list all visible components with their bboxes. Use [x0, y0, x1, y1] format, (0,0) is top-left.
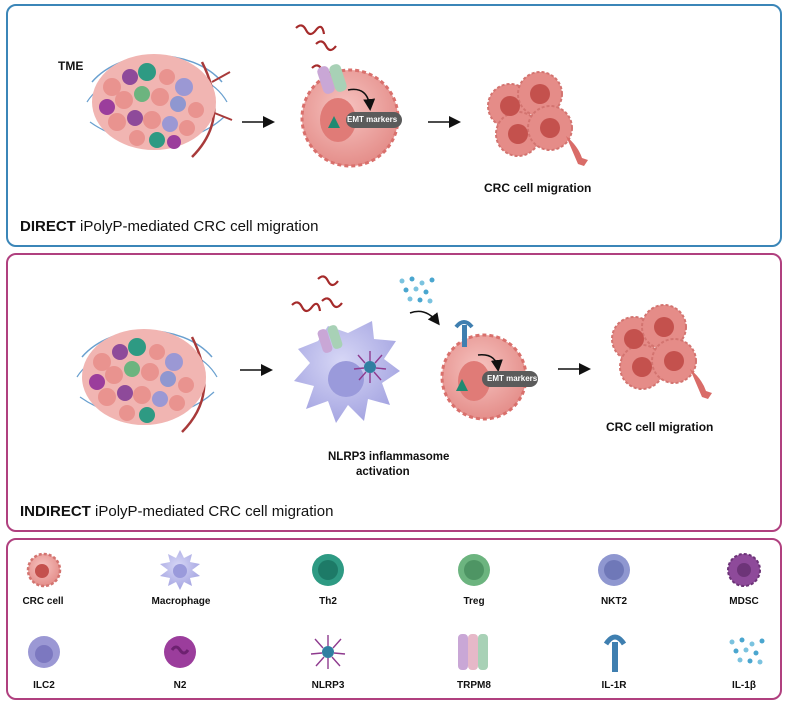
legend-label-trpm8: TRPM8: [457, 680, 491, 691]
macrophage-nlrp3: [291, 275, 400, 423]
legend-label-ilc2: ILC2: [33, 680, 55, 691]
th2-icon: [312, 554, 344, 586]
nlrp3-label-2: activation: [356, 466, 410, 478]
direct-panel-title: DIRECT iPolyP-mediated CRC cell migratio…: [20, 218, 319, 235]
il1r-icon: [603, 634, 627, 672]
direct-migration-label: CRC cell migration: [484, 181, 592, 195]
direct-panel: TME: [6, 4, 782, 247]
trpm8-receptor: [317, 66, 335, 94]
legend-label-macrophage: Macrophage: [151, 596, 211, 607]
legend-label-nkt2: NKT2: [600, 596, 628, 607]
crc-cell-emt-indirect: [440, 320, 538, 421]
indirect-panel-title: INDIRECT iPolyP-mediated CRC cell migrat…: [20, 503, 334, 520]
arrow-3: [240, 364, 273, 376]
legend-label-nlrp3: NLRP3: [311, 680, 345, 691]
tme-tumor-cluster-indirect: [76, 329, 218, 433]
emt-markers-pill: [346, 112, 402, 128]
legend-label-mdsc: MDSC: [729, 596, 759, 607]
mdsc-icon: [727, 553, 761, 587]
arrow-4: [558, 363, 591, 375]
indirect-migration-label: CRC cell migration: [606, 420, 714, 434]
legend-label-n2: N2: [173, 680, 187, 691]
polyp-chain: [295, 24, 326, 36]
il1b-dots: [399, 276, 435, 304]
treg-icon: [458, 554, 490, 586]
legend-label-il1r: IL-1R: [601, 680, 627, 691]
emt-markers-label-indirect: EMT markers: [487, 374, 538, 383]
nlrp3-icon: [310, 635, 346, 669]
indirect-panel: NLRP3 inflammasome activation EMT marker…: [6, 253, 782, 532]
tme-tumor-cluster: [86, 54, 233, 158]
legend-panel: CRC cell Macrophage Th2 Treg NKT2 MDSC I…: [6, 538, 782, 700]
legend-label-il1b: IL-1β: [732, 680, 756, 691]
arrow-1: [242, 116, 275, 128]
legend-label-treg: Treg: [463, 596, 485, 607]
polyp-chain: [315, 40, 337, 52]
nlrp3-complex: [353, 351, 387, 383]
crc-cell-emt: [295, 24, 402, 168]
emt-markers-label: EMT markers: [347, 115, 398, 124]
tme-cells: [99, 63, 204, 149]
migrating-crc-cluster: [487, 71, 588, 166]
legend-label-crc-cell: CRC cell: [22, 596, 64, 607]
il1b-icon: [729, 637, 765, 665]
n2-icon: [164, 636, 196, 668]
il1r-receptor: [454, 320, 474, 347]
nkt2-icon: [598, 554, 630, 586]
crc-cell-icon: [26, 552, 62, 588]
tme-label: TME: [58, 59, 84, 73]
legend-label-th2: Th2: [319, 596, 337, 607]
arrow-2: [428, 116, 461, 128]
macrophage-icon: [160, 550, 200, 590]
ilc2-icon: [28, 636, 60, 668]
trpm8-icon: [458, 634, 488, 670]
migrating-crc-cluster-indirect: [611, 304, 712, 399]
curved-arrow: [409, 310, 440, 326]
nlrp3-label-1: NLRP3 inflammasome: [328, 451, 450, 463]
